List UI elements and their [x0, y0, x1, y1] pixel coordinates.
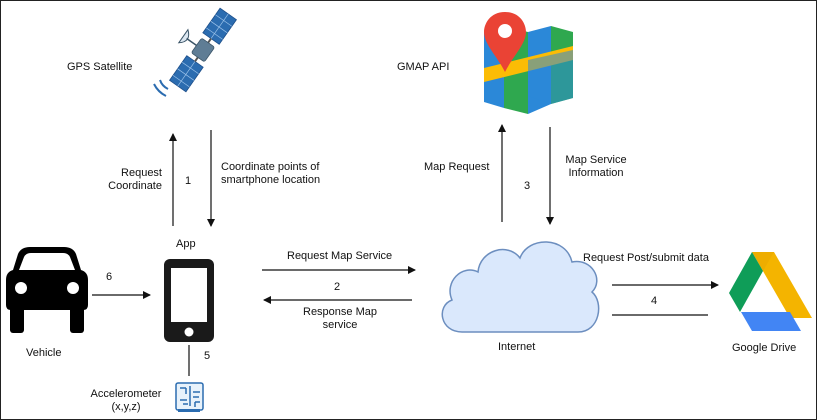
step-2-label: 2 — [334, 281, 341, 293]
step-6-label: 6 — [106, 271, 113, 283]
accelerometer-label-line2: (x,y,z) — [111, 401, 141, 413]
step-4-label: 4 — [651, 295, 658, 307]
request-coordinate-label: Request Coordinate — [92, 167, 162, 193]
step-5-label: 5 — [204, 350, 211, 362]
coordinate-points-label: Coordinate points of smartphone location — [221, 161, 320, 187]
google-drive-label: Google Drive — [732, 342, 797, 354]
request-post-label: Request Post/submit data — [583, 252, 709, 264]
smartphone-icon — [164, 259, 214, 342]
google-drive-icon — [729, 252, 812, 331]
step-3-label: 3 — [524, 180, 531, 192]
map-service-info-label-line2: Information — [568, 167, 624, 179]
request-map-service-label: Request Map Service — [287, 250, 393, 262]
cloud-icon — [441, 241, 600, 333]
response-map-service-label-line1: Response Map — [303, 306, 377, 318]
accelerometer-label: Accelerometer (x,y,z) — [86, 388, 166, 414]
accelerometer-label-line1: Accelerometer — [90, 388, 162, 400]
signal-waves-icon — [153, 79, 169, 97]
satellite-icon — [169, 7, 237, 93]
request-coordinate-label-line2: Coordinate — [108, 180, 162, 192]
gmap-api-label: GMAP API — [397, 61, 450, 73]
coordinate-points-label-line2: smartphone location — [221, 174, 321, 186]
internet-label: Internet — [498, 341, 536, 353]
app-label: App — [176, 238, 196, 250]
step-1-label: 1 — [185, 175, 192, 187]
coordinate-points-label-line1: Coordinate points of — [221, 161, 320, 173]
request-coordinate-label-line1: Request — [121, 167, 162, 179]
map-icon — [484, 12, 573, 114]
satellite-label: GPS Satellite — [67, 61, 133, 73]
map-service-info-label: Map Service Information — [556, 154, 636, 180]
response-map-service-label: Response Map service — [285, 306, 395, 332]
car-icon — [6, 247, 88, 333]
map-service-info-label-line1: Map Service — [565, 154, 627, 166]
vehicle-label: Vehicle — [26, 347, 62, 359]
response-map-service-label-line2: service — [322, 319, 358, 331]
accelerometer-icon — [175, 382, 204, 412]
map-request-label: Map Request — [424, 161, 490, 173]
